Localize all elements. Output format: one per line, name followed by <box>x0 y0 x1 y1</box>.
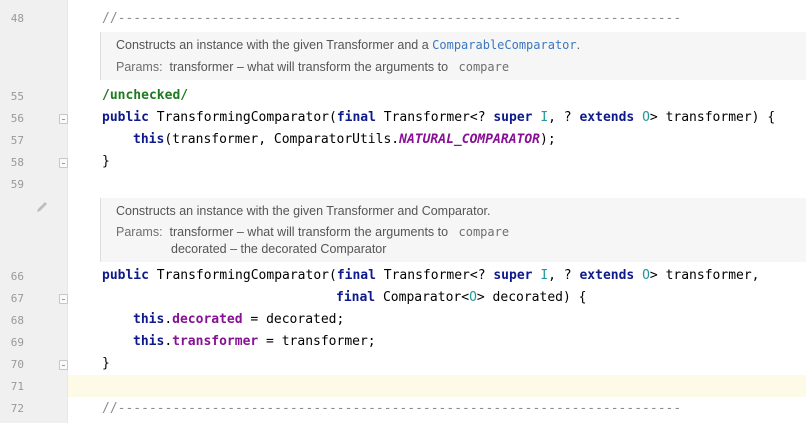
annotation: /unchecked/ <box>102 88 189 103</box>
line-number: 57 <box>10 134 24 147</box>
line-number: 69 <box>10 336 24 349</box>
type-param: O <box>642 268 650 283</box>
code-line-56[interactable]: public TransformingComparator(final Tran… <box>102 110 775 126</box>
line-number: 58 <box>10 156 24 169</box>
keyword: super <box>493 110 533 125</box>
keyword: extends <box>579 268 635 283</box>
current-line-highlight <box>68 375 806 397</box>
type-param: I <box>540 110 549 125</box>
constant: NATURAL_COMPARATOR <box>399 132 541 147</box>
param-text: decorated – the decorated Comparator <box>171 242 387 256</box>
code-line-70[interactable]: } <box>102 356 110 371</box>
line-number: 56 <box>10 112 24 125</box>
code-line-66[interactable]: public TransformingComparator(final Tran… <box>102 268 760 284</box>
code-line-57[interactable]: this(transformer, ComparatorUtils.NATURA… <box>133 132 556 148</box>
type-param: I <box>540 268 549 283</box>
fold-marker-icon[interactable] <box>59 360 68 370</box>
doc-link[interactable]: ComparableComparator <box>432 38 577 52</box>
field: transformer <box>172 334 259 349</box>
code-text: , ? <box>548 268 580 283</box>
line-number: 72 <box>10 402 24 415</box>
param-code: compare <box>458 60 510 74</box>
code-text: = decorated; <box>242 312 345 327</box>
code-text: > transformer, <box>649 268 760 283</box>
line-number: 66 <box>10 270 24 283</box>
fold-marker-icon[interactable] <box>59 294 68 304</box>
doc-params: Params: transformer – what will transfor… <box>116 60 509 74</box>
line-number: 67 <box>10 292 24 305</box>
pencil-icon[interactable] <box>35 200 49 214</box>
code-text: . <box>164 312 173 327</box>
code-text: Transformer<? <box>375 110 494 125</box>
keyword: super <box>493 268 533 283</box>
line-number: 68 <box>10 314 24 327</box>
keyword: final <box>336 110 376 125</box>
code-text: , ? <box>548 110 580 125</box>
fold-marker-icon[interactable] <box>59 114 68 124</box>
doc-params: Params: transformer – what will transfor… <box>116 225 509 239</box>
type-param: O <box>642 110 650 125</box>
code-line-69[interactable]: this.transformer = transformer; <box>133 334 376 350</box>
code-text: . <box>164 334 173 349</box>
code-text: (transformer, ComparatorUtils. <box>164 132 400 147</box>
code-text: TransformingComparator( <box>148 268 337 283</box>
line-number: 55 <box>10 90 24 103</box>
doc-description: Constructs an instance with the given Tr… <box>116 38 580 52</box>
code-text: = transformer; <box>258 334 376 349</box>
gutter-separator <box>67 0 68 423</box>
code-text: Transformer<? <box>375 268 494 283</box>
keyword: final <box>336 290 376 305</box>
doc-description: Constructs an instance with the given Tr… <box>116 204 491 218</box>
code-line-68[interactable]: this.decorated = decorated; <box>133 312 344 328</box>
javadoc-render-2[interactable]: Constructs an instance with the given Tr… <box>100 198 806 262</box>
code-line-58[interactable]: } <box>102 154 110 169</box>
keyword: public <box>102 268 149 283</box>
code-text: > decorated) { <box>476 290 587 305</box>
params-label: Params: <box>116 225 163 239</box>
code-text: TransformingComparator( <box>148 110 337 125</box>
keyword: extends <box>579 110 635 125</box>
divider-comment: //--------------------------------------… <box>102 401 682 416</box>
param-code: compare <box>458 225 510 239</box>
doc-text: Constructs an instance with the given Tr… <box>116 38 433 52</box>
line-number: 71 <box>10 380 24 393</box>
keyword: this <box>133 132 165 147</box>
code-line-55[interactable]: /unchecked/ <box>102 88 188 104</box>
param-text: transformer – what will transform the ar… <box>169 60 449 74</box>
fold-marker-icon[interactable] <box>59 158 68 168</box>
param-text: transformer – what will transform the ar… <box>169 225 449 239</box>
line-number: 59 <box>10 178 24 191</box>
javadoc-render-1[interactable]: Constructs an instance with the given Tr… <box>100 32 806 80</box>
keyword: this <box>133 312 165 327</box>
code-text: Comparator< <box>375 290 470 305</box>
line-number: 48 <box>10 12 24 25</box>
code-text: > transformer) { <box>649 110 776 125</box>
keyword: this <box>133 334 165 349</box>
code-text: ); <box>540 132 556 147</box>
code-line-67[interactable]: final Comparator<O> decorated) { <box>336 290 586 306</box>
doc-text: . <box>576 38 581 52</box>
params-label: Params: <box>116 60 163 74</box>
divider-comment: //--------------------------------------… <box>102 11 682 26</box>
editor-gutter <box>0 0 68 423</box>
field: decorated <box>172 312 243 327</box>
keyword: public <box>102 110 149 125</box>
type-param: O <box>469 290 477 305</box>
line-number: 70 <box>10 358 24 371</box>
keyword: final <box>336 268 376 283</box>
